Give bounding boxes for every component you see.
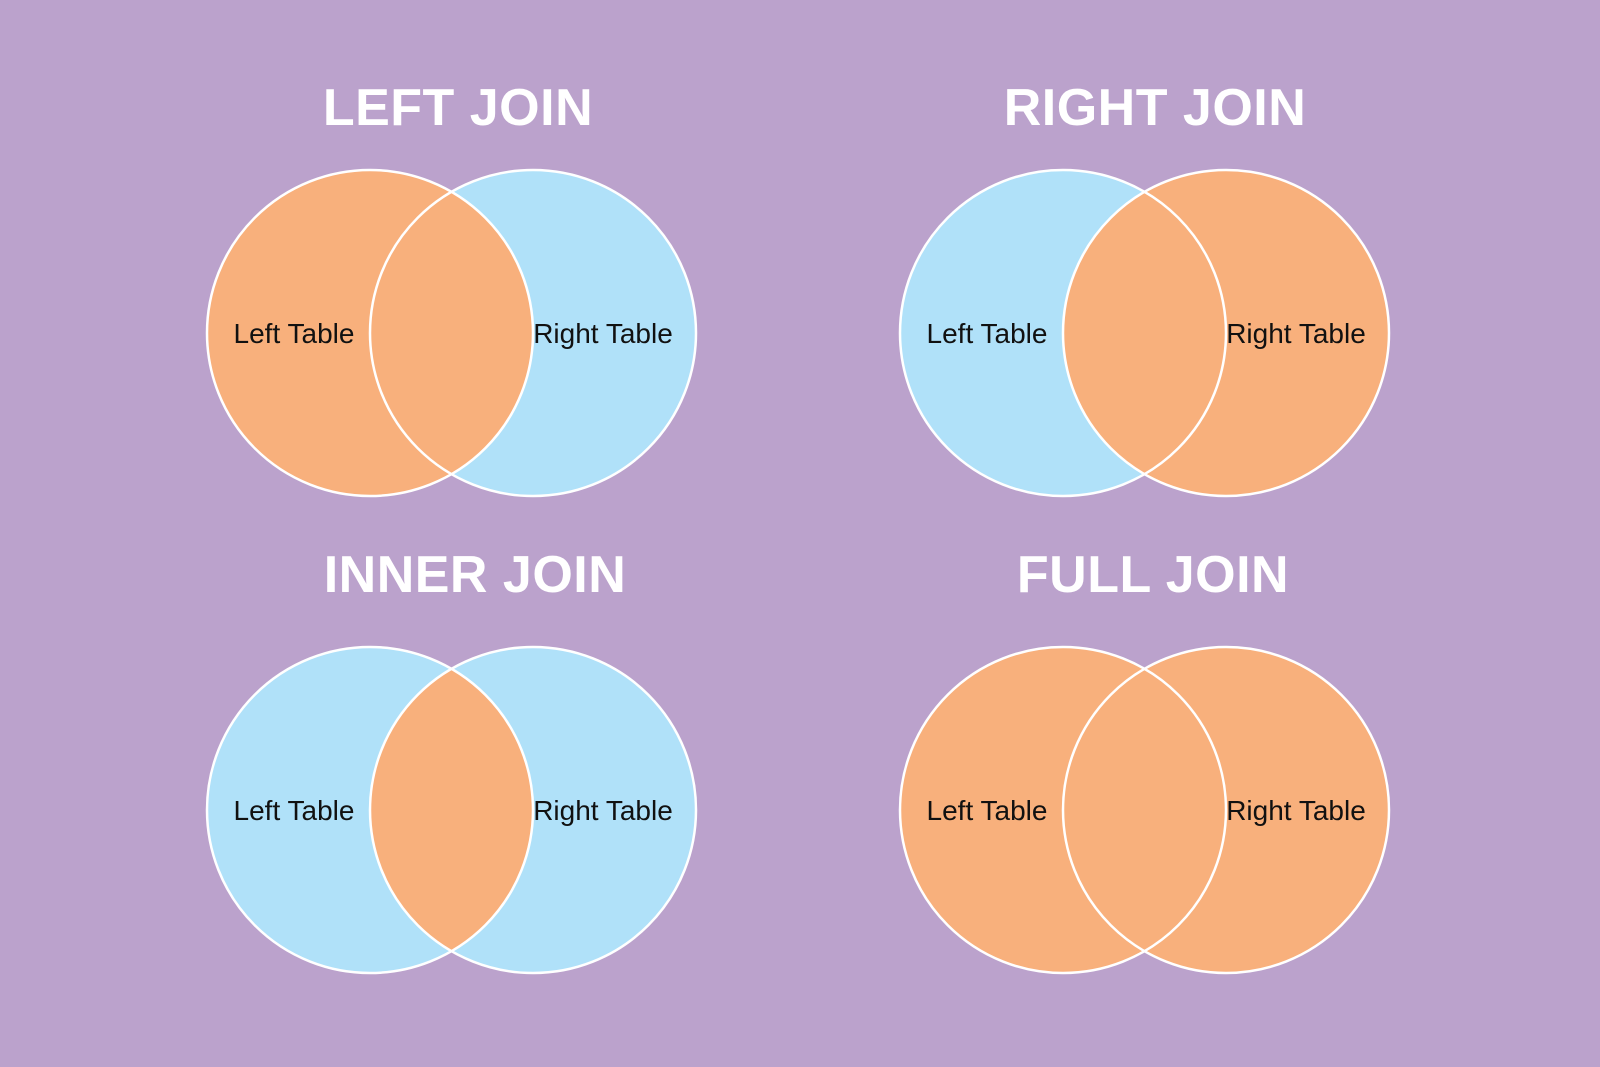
right-join-right-circle-outline: [1061, 168, 1391, 498]
left-join-overlap-region: [370, 191, 533, 475]
left-join-right-only-region: [451, 170, 696, 496]
right-join-right-only-region: [1144, 170, 1390, 496]
left-join-left-only-region: [206, 170, 452, 496]
full-join-right-only-region: [1144, 646, 1390, 973]
full-join-left-only-region: [900, 646, 1145, 973]
left-join-left-circle-outline: [205, 168, 535, 498]
left-join-left-table-label: Left Table: [234, 318, 355, 349]
right-join-left-only-region: [900, 170, 1145, 496]
left-join-right-circle-outline: [368, 168, 698, 498]
full-join-left-table-label: Left Table: [927, 795, 1048, 826]
full-join-right-circle-outline: [1061, 645, 1391, 975]
full-join-title: FULL JOIN: [1016, 546, 1290, 604]
left-join-title: LEFT JOIN: [322, 79, 594, 137]
inner-join-left-circle-outline: [205, 645, 535, 975]
full-join-right-table-label: Right Table: [1226, 795, 1366, 826]
right-join-right-table-label: Right Table: [1226, 318, 1366, 349]
full-join-venn: Left Table Right Table: [898, 645, 1391, 975]
left-join-right-table-label: Right Table: [533, 318, 673, 349]
inner-join-right-circle-outline: [368, 645, 698, 975]
full-join-overlap-region: [1063, 668, 1226, 952]
full-join-left-circle-outline: [898, 645, 1228, 975]
right-join-overlap-region: [1063, 191, 1226, 475]
right-join-venn: Left Table Right Table: [898, 168, 1391, 498]
inner-join-venn: Left Table Right Table: [205, 645, 698, 975]
right-join-title: RIGHT JOIN: [1003, 79, 1307, 137]
inner-join-left-only-region: [206, 646, 452, 973]
inner-join-right-only-region: [451, 646, 696, 973]
right-join-left-circle-outline: [898, 168, 1228, 498]
left-join-venn: Left Table Right Table: [205, 168, 698, 498]
inner-join-title: INNER JOIN: [323, 546, 627, 604]
right-join-left-table-label: Left Table: [927, 318, 1048, 349]
inner-join-right-table-label: Right Table: [533, 795, 673, 826]
inner-join-overlap-region: [370, 668, 533, 952]
inner-join-left-table-label: Left Table: [234, 795, 355, 826]
